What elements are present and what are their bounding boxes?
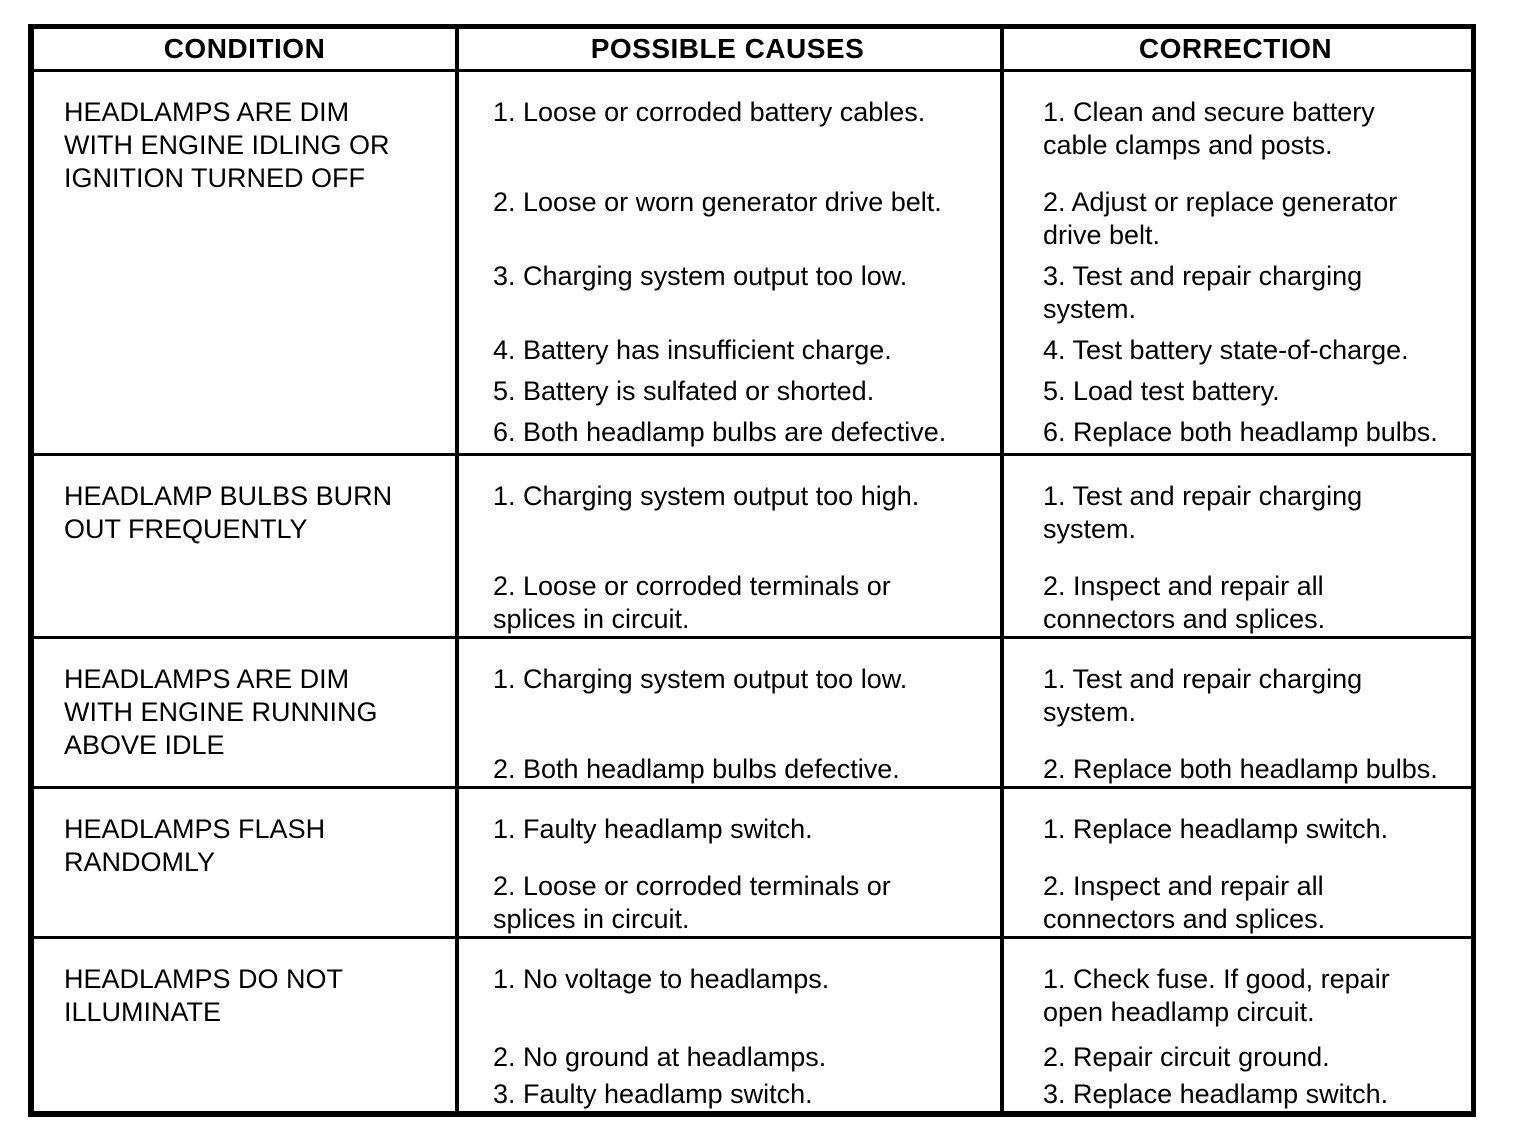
table-row: HEADLAMPS ARE DIM WITH ENGINE RUNNING AB… xyxy=(34,639,1471,789)
header-condition: CONDITION xyxy=(163,33,326,64)
column-divider xyxy=(455,456,459,636)
cause-item: 1. Charging system output too high. xyxy=(493,481,920,511)
condition-cell: HEADLAMP BULBS BURN OUT FREQUENTLY xyxy=(64,481,393,544)
cause-correction-pair: 2. Loose or worn generator drive belt. 2… xyxy=(455,186,1471,252)
cause-correction-pairs: 1. Charging system output too high. 1. T… xyxy=(455,456,1471,636)
correction-item: 5. Load test battery. xyxy=(1043,376,1280,406)
correction-item: 1. Clean and secure battery cable clamps… xyxy=(1043,97,1375,160)
correction-item: 2. Repair circuit ground. xyxy=(1043,1042,1330,1072)
cause-correction-pair: 1. Charging system output too high. 1. T… xyxy=(455,480,1471,546)
cause-item: 3. Faulty headlamp switch. xyxy=(493,1079,813,1109)
cause-correction-pair: 2. Both headlamp bulbs defective. 2. Rep… xyxy=(455,753,1471,786)
correction-item: 1. Test and repair charging system. xyxy=(1043,481,1363,544)
cause-correction-pairs: 1. Faulty headlamp switch. 1. Replace he… xyxy=(455,789,1471,936)
correction-item: 1. Test and repair charging system. xyxy=(1043,664,1363,727)
cause-correction-pair: 2. Loose or corroded terminals or splice… xyxy=(455,570,1471,636)
cause-correction-pair: 2. No ground at headlamps. 2. Repair cir… xyxy=(455,1041,1471,1074)
cause-item: 1. Charging system output too low. xyxy=(493,664,908,694)
condition-cell: HEADLAMPS DO NOT ILLUMINATE xyxy=(64,964,344,1027)
column-divider xyxy=(455,29,459,69)
cause-correction-pair: 3. Charging system output too low. 3. Te… xyxy=(455,260,1471,326)
condition-cell: HEADLAMPS ARE DIM WITH ENGINE RUNNING AB… xyxy=(64,664,378,760)
cause-item: 5. Battery is sulfated or shorted. xyxy=(493,376,875,406)
correction-item: 4. Test battery state-of-charge. xyxy=(1043,335,1409,365)
header-correction: CORRECTION xyxy=(1138,33,1333,64)
column-divider xyxy=(1000,456,1004,636)
column-divider xyxy=(1000,789,1004,936)
table-row: HEADLAMPS FLASH RANDOMLY 1. Faulty headl… xyxy=(34,789,1471,939)
cause-item: 2. Loose or corroded terminals or splice… xyxy=(493,871,891,934)
cause-correction-pairs: 1. Loose or corroded battery cables. 1. … xyxy=(455,72,1471,453)
correction-item: 2. Replace both headlamp bulbs. xyxy=(1043,754,1438,784)
correction-item: 2. Adjust or replace generator drive bel… xyxy=(1043,187,1398,250)
table-row: HEADLAMPS ARE DIM WITH ENGINE IDLING OR … xyxy=(34,72,1471,456)
cause-item: 6. Both headlamp bulbs are defective. xyxy=(493,417,947,447)
correction-item: 1. Check fuse. If good, repair open head… xyxy=(1043,964,1390,1027)
cause-correction-pair: 3. Faulty headlamp switch. 3. Replace he… xyxy=(455,1078,1471,1111)
cause-item: 3. Charging system output too low. xyxy=(493,261,908,291)
table-header-row: CONDITION POSSIBLE CAUSES CORRECTION xyxy=(34,29,1471,72)
table-body: HEADLAMPS ARE DIM WITH ENGINE IDLING OR … xyxy=(34,72,1471,1111)
header-possible-causes: POSSIBLE CAUSES xyxy=(590,33,865,64)
correction-item: 6. Replace both headlamp bulbs. xyxy=(1043,417,1438,447)
column-divider xyxy=(1000,72,1004,453)
column-divider xyxy=(455,72,459,453)
column-divider xyxy=(455,789,459,936)
cause-correction-pairs: 1. No voltage to headlamps. 1. Check fus… xyxy=(455,939,1471,1111)
correction-item: 3. Replace headlamp switch. xyxy=(1043,1079,1389,1109)
cause-correction-pair: 1. Faulty headlamp switch. 1. Replace he… xyxy=(455,813,1471,846)
cause-correction-pair: 1. No voltage to headlamps. 1. Check fus… xyxy=(455,963,1471,1029)
cause-correction-pair: 4. Battery has insufficient charge. 4. T… xyxy=(455,334,1471,367)
cause-item: 2. No ground at headlamps. xyxy=(493,1042,827,1072)
cause-correction-pair: 1. Charging system output too low. 1. Te… xyxy=(455,663,1471,729)
correction-item: 2. Inspect and repair all connectors and… xyxy=(1043,871,1326,934)
cause-correction-pair: 1. Loose or corroded battery cables. 1. … xyxy=(455,96,1471,162)
cause-correction-pair: 6. Both headlamp bulbs are defective. 6.… xyxy=(455,416,1471,449)
column-divider xyxy=(1000,29,1004,69)
correction-item: 3. Test and repair charging system. xyxy=(1043,261,1363,324)
column-divider xyxy=(1000,939,1004,1111)
cause-item: 1. Loose or corroded battery cables. xyxy=(493,97,926,127)
cause-correction-pair: 5. Battery is sulfated or shorted. 5. Lo… xyxy=(455,375,1471,408)
cause-item: 1. No voltage to headlamps. xyxy=(493,964,830,994)
cause-item: 2. Loose or worn generator drive belt. xyxy=(493,187,942,217)
column-divider xyxy=(455,639,459,786)
troubleshooting-table: CONDITION POSSIBLE CAUSES CORRECTION HEA… xyxy=(28,24,1476,1117)
cause-correction-pairs: 1. Charging system output too low. 1. Te… xyxy=(455,639,1471,786)
cause-item: 2. Loose or corroded terminals or splice… xyxy=(493,571,891,634)
table-row: HEADLAMPS DO NOT ILLUMINATE 1. No voltag… xyxy=(34,939,1471,1111)
column-divider xyxy=(1000,639,1004,786)
condition-cell: HEADLAMPS ARE DIM WITH ENGINE IDLING OR … xyxy=(64,97,390,193)
cause-item: 4. Battery has insufficient charge. xyxy=(493,335,892,365)
cause-item: 2. Both headlamp bulbs defective. xyxy=(493,754,900,784)
condition-cell: HEADLAMPS FLASH RANDOMLY xyxy=(64,814,326,877)
table-row: HEADLAMP BULBS BURN OUT FREQUENTLY 1. Ch… xyxy=(34,456,1471,639)
correction-item: 2. Inspect and repair all connectors and… xyxy=(1043,571,1326,634)
correction-item: 1. Replace headlamp switch. xyxy=(1043,814,1389,844)
cause-item: 1. Faulty headlamp switch. xyxy=(493,814,813,844)
cause-correction-pair: 2. Loose or corroded terminals or splice… xyxy=(455,870,1471,936)
column-divider xyxy=(455,939,459,1111)
